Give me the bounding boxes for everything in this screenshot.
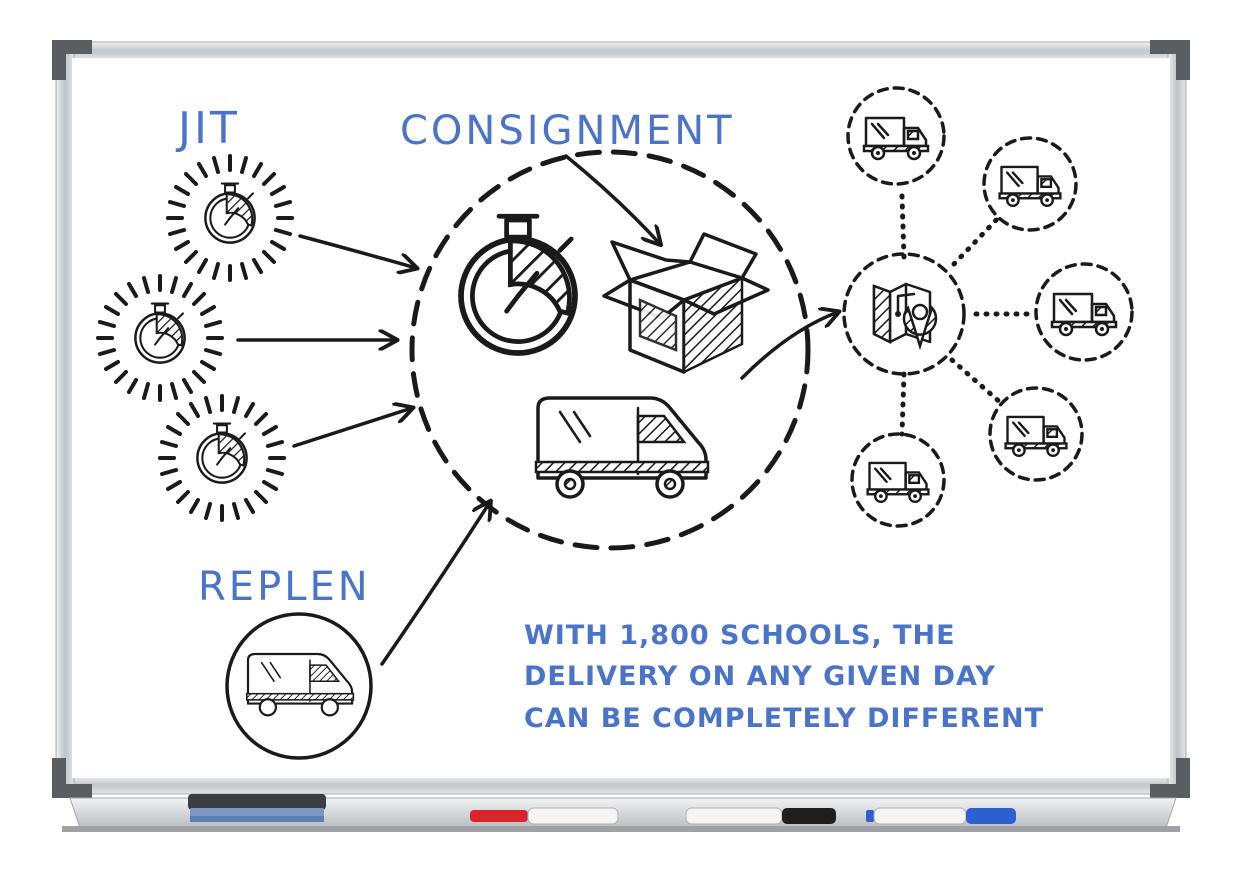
truck-node-circle	[850, 432, 946, 528]
map-hub-circle	[842, 252, 966, 376]
frame-corner-bl	[52, 758, 92, 798]
arrow-to-distribution	[740, 312, 838, 380]
whiteboard-frame	[52, 40, 1190, 798]
map-pin-icon	[872, 282, 938, 351]
delivery-van-icon	[534, 396, 710, 499]
marker-black[interactable]	[685, 807, 836, 825]
label-consignment: CONSIGNMENT	[400, 108, 735, 154]
distribution-network	[842, 86, 1134, 528]
arrows-into-center	[236, 154, 660, 666]
consignment-hub-circle	[409, 149, 811, 551]
replen-circle	[225, 612, 373, 760]
delivery-van-icon	[245, 652, 355, 717]
eraser-icon[interactable]	[188, 794, 326, 822]
note-line-3: CAN BE COMPLETELY DIFFERENT	[524, 703, 1044, 734]
note-line-1: WITH 1,800 SCHOOLS, THE	[524, 620, 956, 651]
note-text: WITH 1,800 SCHOOLS, THE DELIVERY ON ANY …	[524, 620, 1044, 734]
truck-node-circle	[846, 86, 946, 186]
frame-corner-tr	[1150, 40, 1190, 80]
marker-blue[interactable]	[866, 807, 1016, 825]
label-jit: JIT	[175, 103, 240, 154]
open-box-icon	[602, 232, 770, 374]
truck-node-circle	[1034, 262, 1134, 362]
marker-red[interactable]	[470, 807, 619, 825]
truck-node-circle	[988, 386, 1084, 482]
frame-corner-br	[1150, 758, 1190, 798]
note-line-2: DELIVERY ON ANY GIVEN DAY	[524, 661, 996, 692]
label-replen: REPLEN	[198, 564, 371, 610]
truck-node-circle	[982, 136, 1078, 232]
frame-corner-tl	[52, 40, 92, 80]
